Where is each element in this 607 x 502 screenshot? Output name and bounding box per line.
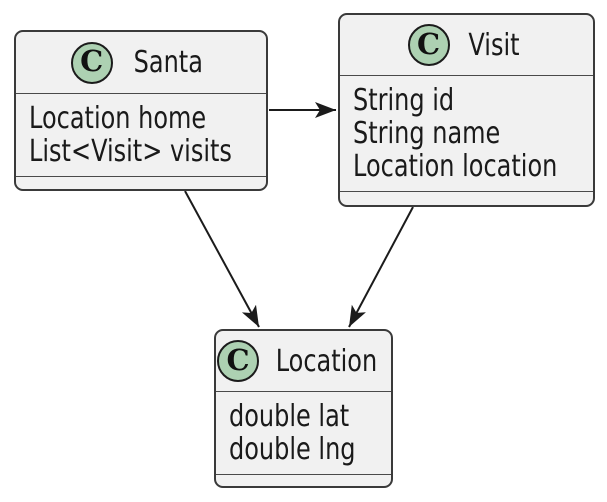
arrow-visit-to-location	[348, 206, 414, 328]
class-header: C Location	[216, 331, 391, 391]
class-name: Location	[275, 343, 378, 379]
arrow-santa-to-location	[184, 190, 260, 328]
class-icon-letter: C	[416, 26, 441, 61]
class-c-icon: C	[407, 24, 450, 66]
class-c-icon: C	[70, 41, 113, 84]
class-icon-letter: C	[80, 44, 104, 78]
class-field: String id	[353, 83, 455, 118]
class-field: Location location	[353, 149, 558, 184]
class-field: double lng	[229, 432, 356, 467]
class-node-santa: C Santa Location home List<Visit> visits	[14, 30, 268, 191]
class-methods-empty	[340, 191, 593, 205]
class-methods-empty	[16, 176, 266, 189]
class-name: Santa	[133, 45, 203, 80]
class-node-visit: C Visit String id String name Location l…	[338, 13, 595, 207]
class-header: C Visit	[340, 15, 593, 75]
class-c-icon: C	[217, 340, 260, 382]
class-fields: Location home List<Visit> visits	[16, 93, 266, 176]
class-icon-letter: C	[226, 342, 250, 377]
class-methods-empty	[216, 474, 391, 486]
class-field: List<Visit> visits	[29, 134, 232, 169]
class-field: Location home	[29, 101, 207, 136]
class-node-location: C Location double lat double lng	[214, 329, 393, 488]
class-field: double lat	[229, 399, 350, 434]
class-fields: String id String name Location location	[340, 75, 593, 191]
class-header: C Santa	[16, 32, 266, 93]
class-name: Visit	[467, 27, 520, 63]
class-fields: double lat double lng	[216, 391, 391, 474]
class-field: String name	[353, 116, 501, 151]
